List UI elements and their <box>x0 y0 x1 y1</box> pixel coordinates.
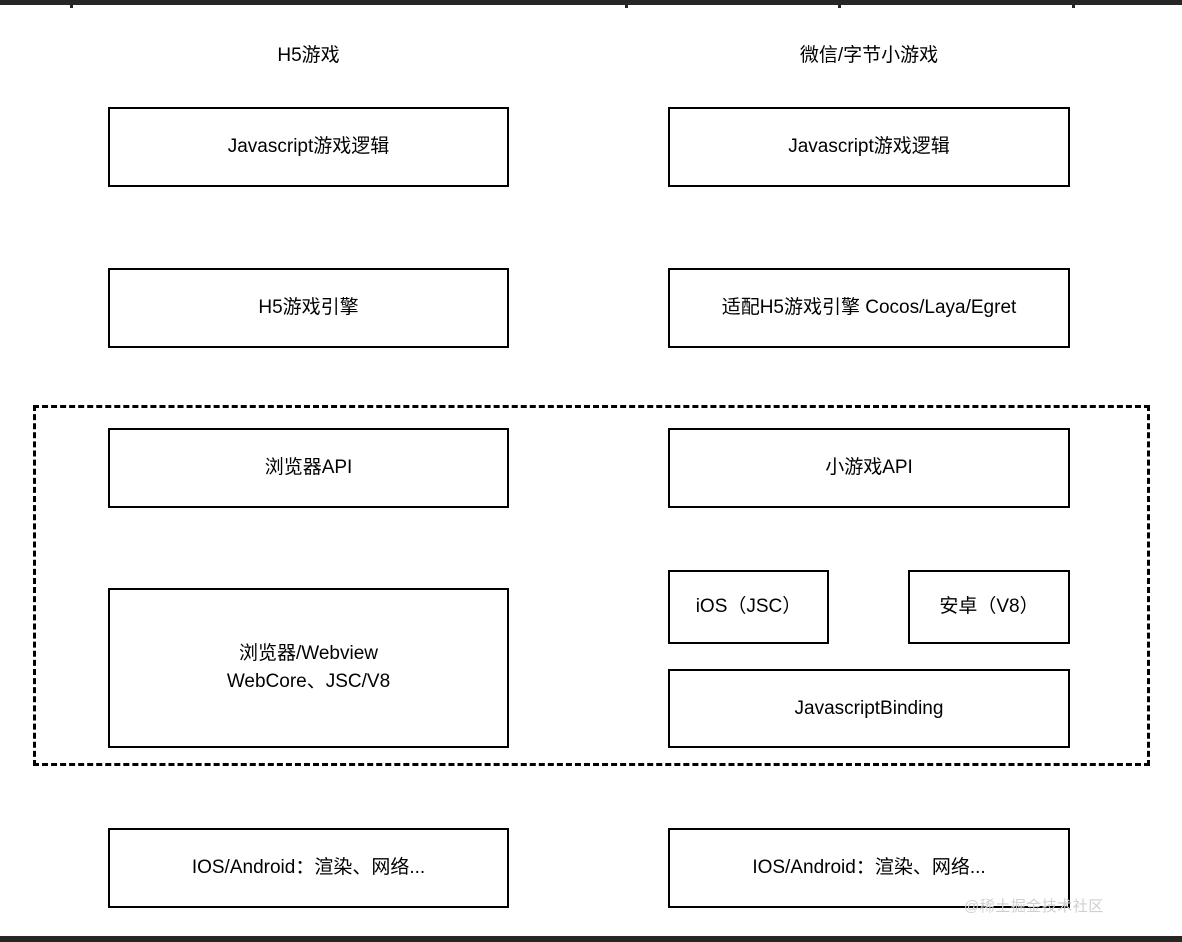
node-left-os: IOS/Android：渲染、网络... <box>108 828 509 908</box>
node-right-api: 小游戏API <box>668 428 1070 508</box>
bottom-edge-strip <box>0 936 1182 942</box>
node-left-api: 浏览器API <box>108 428 509 508</box>
node-right-ios-engine: iOS（JSC） <box>668 570 829 644</box>
watermark: @稀土掘金技术社区 <box>964 898 1104 915</box>
node-left-game-logic: Javascript游戏逻辑 <box>108 107 509 187</box>
node-right-engine: 适配H5游戏引擎 Cocos/Laya/Egret <box>668 268 1070 348</box>
node-right-os: IOS/Android：渲染、网络... <box>668 828 1070 908</box>
top-edge-notch-3 <box>838 0 841 8</box>
top-edge-strip <box>0 0 1182 5</box>
column-title-h5: H5游戏 <box>277 45 340 66</box>
column-title-miniprogram: 微信/字节小游戏 <box>799 45 939 66</box>
node-left-runtime: 浏览器/Webview WebCore、JSC/V8 <box>108 588 509 748</box>
node-left-engine: H5游戏引擎 <box>108 268 509 348</box>
runtime-layer-group <box>33 405 1150 766</box>
node-right-binding: JavascriptBinding <box>668 669 1070 748</box>
node-right-android-engine: 安卓（V8） <box>908 570 1070 644</box>
node-right-game-logic: Javascript游戏逻辑 <box>668 107 1070 187</box>
top-edge-notch-2 <box>625 0 628 8</box>
top-edge-notch-1 <box>70 0 73 8</box>
top-edge-notch-4 <box>1072 0 1075 8</box>
